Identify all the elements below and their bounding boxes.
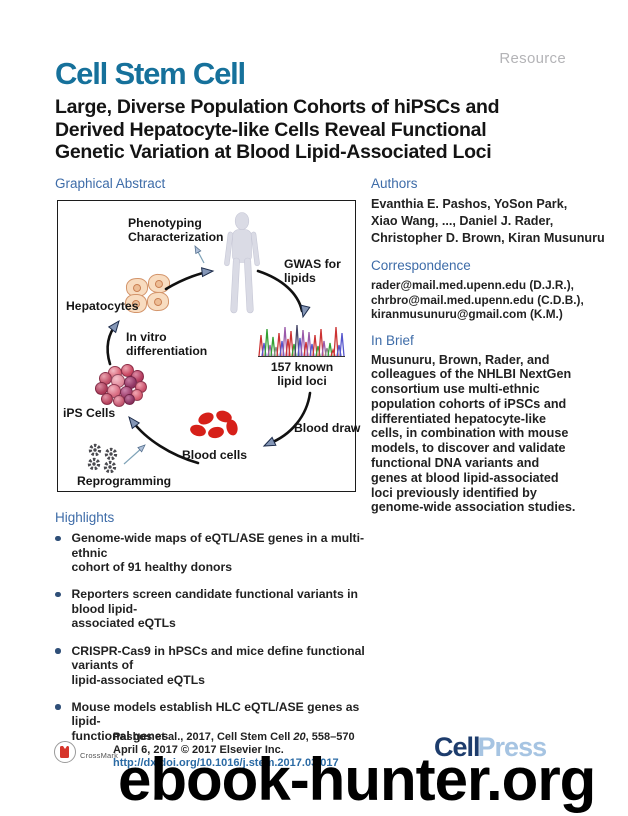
bullet-icon: [55, 535, 61, 541]
ga-label-blood-cells: Blood cells: [182, 448, 248, 462]
crossmark-icon[interactable]: [54, 741, 76, 763]
ga-label-blood-draw: Blood draw: [294, 421, 361, 435]
correspondence-email: kiranmusunuru@gmail.com (K.M.): [371, 307, 563, 321]
in-brief-text: Musunuru, Brown, Rader, and colleagues o…: [371, 352, 576, 515]
crossmark-label: CrossMark: [80, 751, 119, 760]
correspondence-heading: Correspondence: [371, 258, 471, 273]
copyright-line: April 6, 2017 © 2017 Elsevier Inc.: [113, 743, 284, 756]
human-silhouette-icon: [224, 212, 260, 314]
ebook-watermark: ebook-hunter.org: [118, 746, 596, 813]
ips-cells-icon: [94, 364, 150, 410]
journal-logo: Cell Stem Cell: [55, 56, 246, 91]
ga-label-in-vitro: In vitro differentiation: [126, 330, 208, 358]
ga-label-lipid-loci: 157 known lipid loci: [270, 360, 334, 388]
bullet-icon: [55, 704, 61, 710]
ga-label-gwas: GWAS for lipids: [284, 257, 341, 285]
doi-link[interactable]: http://dx.doi.org/10.1016/j.stem.2017.03…: [113, 756, 339, 769]
cellpress-logo: CellPress: [434, 732, 547, 762]
highlight-item: CRISPR-Cas9 in hPSCs and mice define fun…: [55, 644, 385, 688]
author-names: Evanthia E. Pashos, YoSon Park,: [371, 197, 568, 211]
info-column: Authors Evanthia E. Pashos, YoSon Park, …: [371, 176, 605, 515]
ga-label-ips-cells: iPS Cells: [63, 406, 116, 420]
highlights-heading: Highlights: [55, 510, 115, 525]
highlight-item: Reporters screen candidate functional va…: [55, 587, 385, 631]
ga-label-reprogramming: Reprogramming: [77, 474, 172, 488]
article-title-line: Derived Hepatocyte-like Cells Reveal Fun…: [55, 118, 487, 141]
article-title-line: Genetic Variation at Blood Lipid-Associa…: [55, 141, 492, 163]
citation-line: Pashos et al., 2017, Cell Stem Cell 20, …: [113, 731, 355, 743]
ga-label-hepatocytes: Hepatocytes: [66, 299, 139, 313]
author-names: Christopher D. Brown, Kiran Musunuru: [371, 231, 605, 245]
in-brief-heading: In Brief: [371, 332, 414, 348]
bullet-icon: [55, 648, 61, 654]
sequence-trace-icon: [258, 324, 345, 357]
authors-heading: Authors: [371, 176, 418, 191]
highlight-item: Mouse models establish HLC eQTL/ASE gene…: [55, 700, 385, 744]
highlights-list: Genome-wide maps of eQTL/ASE genes in a …: [55, 531, 385, 756]
graphical-abstract-figure: Phenotyping Characterization Hepatocytes…: [57, 200, 360, 492]
article-title-line: Large, Diverse Population Cohorts of hiP…: [55, 96, 500, 118]
bullet-icon: [55, 591, 61, 598]
correspondence-email: chrbro@mail.med.upenn.edu (C.D.B.),: [371, 292, 584, 307]
author-names: Xiao Wang, ..., Daniel J. Rader,: [371, 214, 554, 228]
highlight-item: Genome-wide maps of eQTL/ASE genes in a …: [55, 531, 385, 575]
article-title: Large, Diverse Population Cohorts of hiP…: [55, 96, 500, 164]
citation-block: Pashos et al., 2017, Cell Stem Cell 20, …: [113, 731, 355, 769]
article-type-label: Resource: [499, 50, 566, 67]
cycle-arrows: [106, 245, 312, 465]
graphical-abstract-heading: Graphical Abstract: [55, 176, 166, 191]
gears-icon: [87, 443, 118, 474]
correspondence-email: rader@mail.med.upenn.edu (D.J.R.),: [371, 278, 574, 292]
ga-label-phenotyping: Phenotyping Characterization: [128, 216, 224, 244]
